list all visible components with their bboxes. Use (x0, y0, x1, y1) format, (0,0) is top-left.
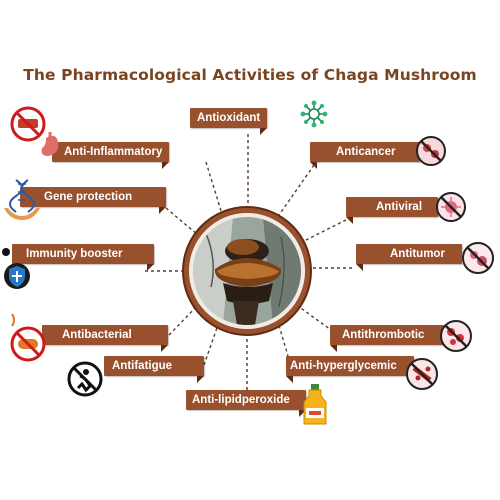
activity-label-gene-protection: Gene protection (20, 187, 166, 214)
molecule-icon (300, 100, 328, 128)
activity-label-antibacterial: Antibacterial (42, 325, 168, 352)
no-cancer-cell-icon (416, 136, 446, 166)
oil-bottle-icon (303, 384, 327, 425)
activity-label-antithrombotic: Antithrombotic (330, 325, 444, 352)
immune-shield-icon (2, 248, 30, 289)
no-virus-icon (436, 192, 466, 222)
activity-label-anti-inflammatory: Anti-Inflammatory (52, 142, 170, 169)
no-fatigue-icon (67, 361, 103, 397)
chaga-mushroom-image (193, 217, 301, 325)
dna-hands-icon (4, 179, 40, 220)
activity-label-antifatigue: Antifatigue (104, 356, 204, 383)
no-glucose-icon (406, 358, 438, 390)
activity-label-antiviral: Antiviral (346, 197, 438, 224)
diagram-title: The Pharmacological Activities of Chaga … (23, 66, 477, 84)
center-image (189, 213, 305, 329)
activity-label-anti-hyperglycemic: Anti-hyperglycemic (286, 356, 414, 383)
activity-label-anti-lipidperoxide: Anti-lipidperoxide (186, 390, 306, 417)
stomach-inflammation-icon (10, 106, 59, 156)
no-tumor-icon (462, 242, 494, 274)
no-bacteria-icon (10, 313, 46, 362)
activity-label-immunity-booster: Immunity booster (12, 244, 154, 271)
no-blood-clot-icon (440, 320, 472, 352)
activity-label-anticancer: Anticancer (310, 142, 420, 169)
activity-label-antioxidant: Antioxidant (190, 108, 268, 135)
activity-label-antitumor: Antitumor (356, 244, 462, 271)
